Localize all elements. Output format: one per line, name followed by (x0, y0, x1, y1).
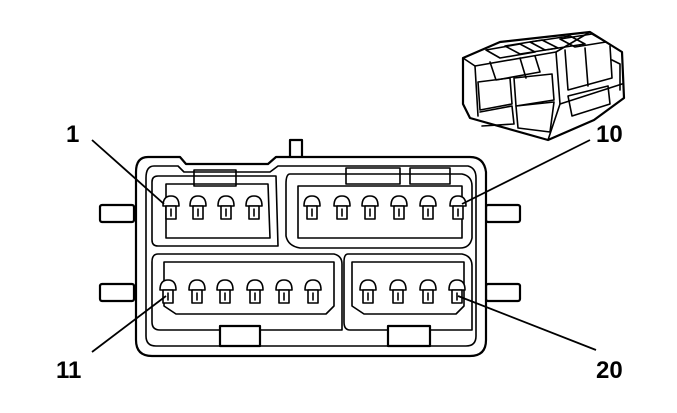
lower-left-cavity-block (151, 253, 343, 331)
upper-left-cavity-block (151, 175, 279, 247)
pin-terminal-6 (333, 195, 351, 220)
pin-label-20: 20 (596, 357, 623, 384)
pin-terminal-4 (245, 195, 263, 220)
pin-terminal-17 (359, 279, 377, 304)
pin-terminal-5 (303, 195, 321, 220)
pin-terminal-13 (216, 279, 234, 304)
pin-terminal-14 (246, 279, 264, 304)
pin-terminal-15 (275, 279, 293, 304)
lower-right-cavity-block (343, 253, 473, 331)
left-upper-latch-tab (98, 203, 136, 224)
pin-label-11: 11 (56, 357, 81, 384)
pin-label-10: 10 (596, 121, 623, 148)
connector-face (98, 138, 522, 358)
leader-line-pin-10 (461, 139, 591, 205)
leader-line-pin-11 (91, 295, 167, 353)
pin-terminal-18 (389, 279, 407, 304)
pin-terminal-7 (361, 195, 379, 220)
pin-label-1: 1 (66, 121, 79, 148)
pin-terminal-8 (390, 195, 408, 220)
lower-right-key-slot (386, 324, 432, 348)
connector-outer-housing (134, 155, 488, 358)
right-upper-latch-tab (484, 203, 522, 224)
lower-left-key-slot (218, 324, 262, 348)
connector-isometric-illustration (461, 30, 626, 142)
pin-terminal-10 (449, 195, 467, 220)
leader-line-pin-20 (457, 295, 597, 351)
pin-terminal-3 (217, 195, 235, 220)
pin-terminals (159, 195, 467, 304)
pin-terminal-1 (162, 195, 180, 220)
pin-terminal-11 (159, 279, 177, 304)
pin-terminal-9 (419, 195, 437, 220)
pin-terminal-16 (304, 279, 322, 304)
upper-right-cavity-block (285, 173, 473, 249)
right-lower-latch-tab (484, 282, 522, 303)
pin-terminal-19 (419, 279, 437, 304)
pin-terminal-2 (189, 195, 207, 220)
pin-terminal-20 (448, 279, 466, 304)
left-lower-latch-tab (98, 282, 136, 303)
leader-line-pin-1 (91, 139, 165, 205)
pin-terminal-12 (188, 279, 206, 304)
